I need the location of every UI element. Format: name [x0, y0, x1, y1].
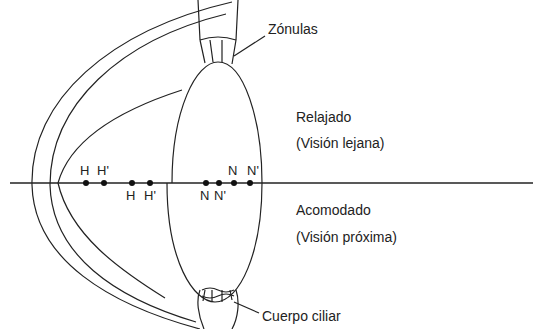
cornea-inner [50, 14, 226, 322]
zonules-top [200, 40, 236, 64]
point-label: N [228, 164, 237, 178]
ciliary-fold [202, 288, 234, 298]
cardinal-point [231, 180, 237, 186]
point-label: N' [214, 189, 226, 203]
point-label: H [80, 164, 89, 178]
lens-accommodated [167, 183, 262, 302]
cardinal-point [203, 180, 209, 186]
leader-line [234, 36, 265, 56]
leader-line [234, 302, 259, 313]
point-label: N [200, 189, 209, 203]
iris-line [58, 90, 182, 298]
cardinal-point [147, 180, 153, 186]
point-label: H [126, 189, 135, 203]
part-label: Zónulas [268, 22, 318, 37]
cardinal-point [129, 180, 135, 186]
cardinal-point [101, 180, 107, 186]
point-label: N' [247, 164, 259, 178]
cardinal-point [216, 180, 222, 186]
state-label: (Visión próxima) [296, 230, 397, 245]
ciliary-top-edge [200, 37, 236, 40]
cardinal-point [83, 180, 89, 186]
state-label: Acomodado [296, 203, 371, 218]
ciliary-body [198, 290, 238, 329]
lens-relaxed [172, 62, 262, 183]
state-label: (Visión lejana) [296, 136, 384, 151]
state-label: Relajado [296, 110, 351, 125]
point-label: H' [97, 164, 109, 178]
cardinal-point [247, 180, 253, 186]
point-label: H' [144, 189, 156, 203]
ciliary-top [198, 0, 238, 40]
part-label: Cuerpo ciliar [262, 309, 341, 324]
